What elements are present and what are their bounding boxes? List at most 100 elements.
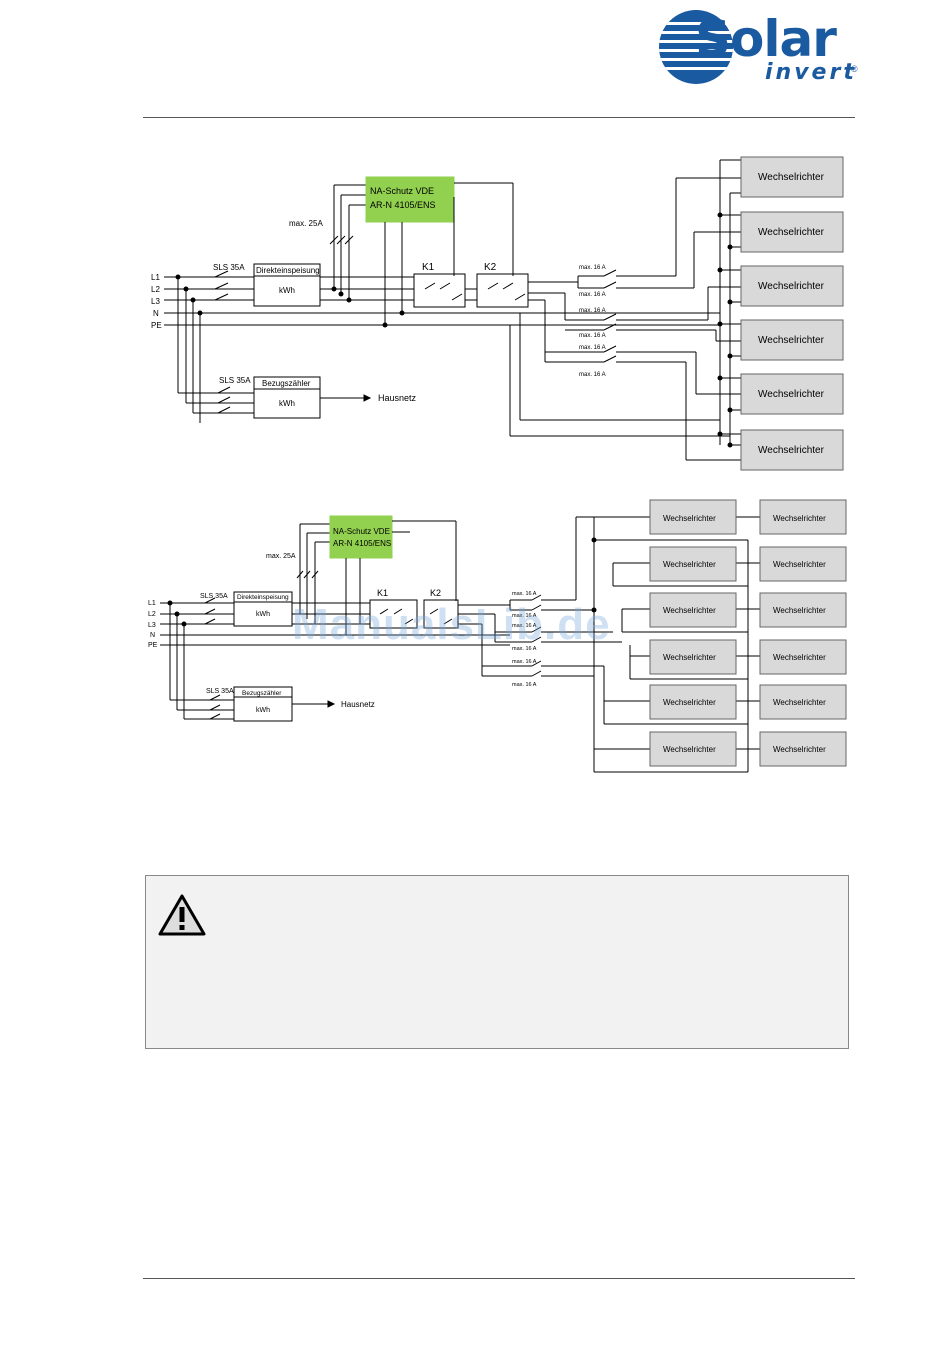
inverter-label-1-4: Wechselrichter [758, 335, 825, 346]
inverter-box-1-3 [740, 265, 844, 307]
max16-label-1a: max. 16 A [579, 265, 606, 271]
max25-label-1: max. 25A [289, 219, 323, 228]
max16-label-1d: max. 16 A [579, 333, 606, 339]
na-schutz-label1-2: NA-Schutz VDE [333, 527, 390, 536]
max16-label-1b: max. 16 A [579, 292, 606, 298]
max16-label-1e: max. 16 A [579, 345, 606, 351]
sls-label-1b: SLS 35A [219, 376, 251, 385]
inverter-box-2-3b [759, 592, 847, 628]
max16-label-2c: max. 16 A [512, 623, 537, 629]
k1-label-2: K1 [377, 588, 388, 598]
na-schutz-box-1 [365, 176, 455, 223]
na-schutz-label2-1: AR-N 4105/ENS [370, 200, 436, 210]
inverter-label-2-5b: Wechselrichter [773, 698, 826, 707]
max16-label-2e: max. 16 A [512, 659, 537, 665]
label-l2: L2 [151, 285, 160, 294]
inverter-label-1-2: Wechselrichter [758, 227, 825, 238]
inverter-label-2-2a: Wechselrichter [663, 560, 716, 569]
na-schutz-label2-2: AR-N 4105/ENS [333, 539, 391, 548]
sls-switch-1 [214, 270, 229, 301]
max16-label-1f: max. 16 A [579, 372, 606, 378]
logo-solar-text: Solar [695, 10, 837, 68]
direkteinspeisung-label-2: Direkteinspeisung [237, 594, 289, 601]
inverter-label-2-3b: Wechselrichter [773, 606, 826, 615]
inverter-label-2-6b: Wechselrichter [773, 745, 826, 754]
label2-n: N [150, 632, 155, 639]
contactor-k1-2 [369, 599, 418, 629]
inverter-label-2-6a: Wechselrichter [663, 745, 716, 754]
solarinvert-logo: Solar invert ® [655, 6, 865, 91]
inverter-box-2-2b [759, 546, 847, 582]
inverter-box-2-1b [759, 499, 847, 535]
inverter-box-1-1 [740, 156, 844, 198]
inverter-label-2-4b: Wechselrichter [773, 653, 826, 662]
max16-label-2b: max. 16 A [512, 613, 537, 619]
max25-label-2: max. 25A [266, 553, 296, 560]
logo-invert-text: invert [765, 60, 857, 85]
na-schutz-label1-1: NA-Schutz VDE [370, 186, 434, 196]
watermark: ManualsLib.de [292, 600, 611, 649]
meter-kwh-1: kWh [279, 286, 295, 295]
sls-label-2: SLS 35A [200, 593, 228, 600]
inverter-box-2-4b [759, 639, 847, 675]
inverter-label-2-2b: Wechselrichter [773, 560, 826, 569]
k1-label-1: K1 [422, 262, 435, 273]
hausnetz-label-1: Hausnetz [378, 393, 417, 403]
inverter-label-1-1: Wechselrichter [758, 172, 825, 183]
k2-label-1: K2 [484, 262, 497, 273]
meter-kwh-2: kWh [256, 611, 270, 618]
bezugszaehler-label-2: Bezugszähler [242, 690, 282, 697]
inverter-label-1-6: Wechselrichter [758, 445, 825, 456]
max16-label-2f: max. 16 A [512, 682, 537, 688]
na-schutz-box-2 [329, 515, 393, 559]
sls-label-2b: SLS 35A [206, 688, 234, 695]
inverter-box-2-6b [759, 731, 847, 767]
inverter-box-2-5b [759, 684, 847, 720]
direkteinspeisung-meter-2 [233, 591, 293, 627]
warning-triangle-icon [158, 894, 206, 936]
direkteinspeisung-meter [253, 263, 321, 307]
label-pe: PE [151, 321, 162, 330]
inverter-label-1-3: Wechselrichter [758, 281, 825, 292]
inverter-box-1-4 [740, 319, 844, 361]
inverter-box-2-2a [649, 546, 737, 582]
hausnetz-label-2: Hausnetz [341, 700, 375, 709]
k2-label-2: K2 [430, 588, 441, 598]
direkteinspeisung-label: Direkteinspeisung [256, 266, 320, 275]
footer-rule [143, 1278, 855, 1279]
wiring-diagram-2: L1 L2 L3 N PE SLS 35A Direkteinspeisung … [148, 499, 847, 773]
label-l1: L1 [151, 273, 160, 282]
inverter-label-2-4a: Wechselrichter [663, 653, 716, 662]
meter-kwh-1b: kWh [279, 399, 295, 408]
max16-label-1c: max. 16 A [579, 308, 606, 314]
warning-box [145, 875, 849, 1049]
inverter-box-1-6 [740, 429, 844, 471]
contactor-k1 [413, 273, 466, 308]
max16-label-2a: max. 16 A [512, 591, 537, 597]
label2-l3: L3 [148, 622, 156, 629]
inverter-box-1-2 [740, 211, 844, 253]
header-rule [143, 117, 855, 118]
wiring-diagram-1: L1 L2 L3 N PE SLS 35A Direkteinspeisung … [151, 156, 844, 471]
label-n: N [153, 309, 159, 318]
inverter-label-2-1a: Wechselrichter [663, 514, 716, 523]
logo-globe-icon [659, 10, 733, 84]
label2-l2: L2 [148, 611, 156, 618]
contactor-k2 [476, 273, 529, 308]
inverter-label-2-3a: Wechselrichter [663, 606, 716, 615]
inverter-box-2-3a [649, 592, 737, 628]
sls-label-1: SLS 35A [213, 263, 245, 272]
inverter-label-2-5a: Wechselrichter [663, 698, 716, 707]
inverter-box-2-6a [649, 731, 737, 767]
label2-pe: PE [148, 642, 158, 649]
logo-registered-mark: ® [851, 64, 858, 74]
bezugszaehler-label-1: Bezugszähler [262, 379, 311, 388]
inverter-box-2-1a [649, 499, 737, 535]
inverter-label-2-1b: Wechselrichter [773, 514, 826, 523]
label2-l1: L1 [148, 600, 156, 607]
inverter-box-2-5a [649, 684, 737, 720]
inverter-box-2-4a [649, 639, 737, 675]
meter-kwh-2b: kWh [256, 707, 270, 714]
label-l3: L3 [151, 297, 160, 306]
max16-label-2d: max. 16 A [512, 646, 537, 652]
